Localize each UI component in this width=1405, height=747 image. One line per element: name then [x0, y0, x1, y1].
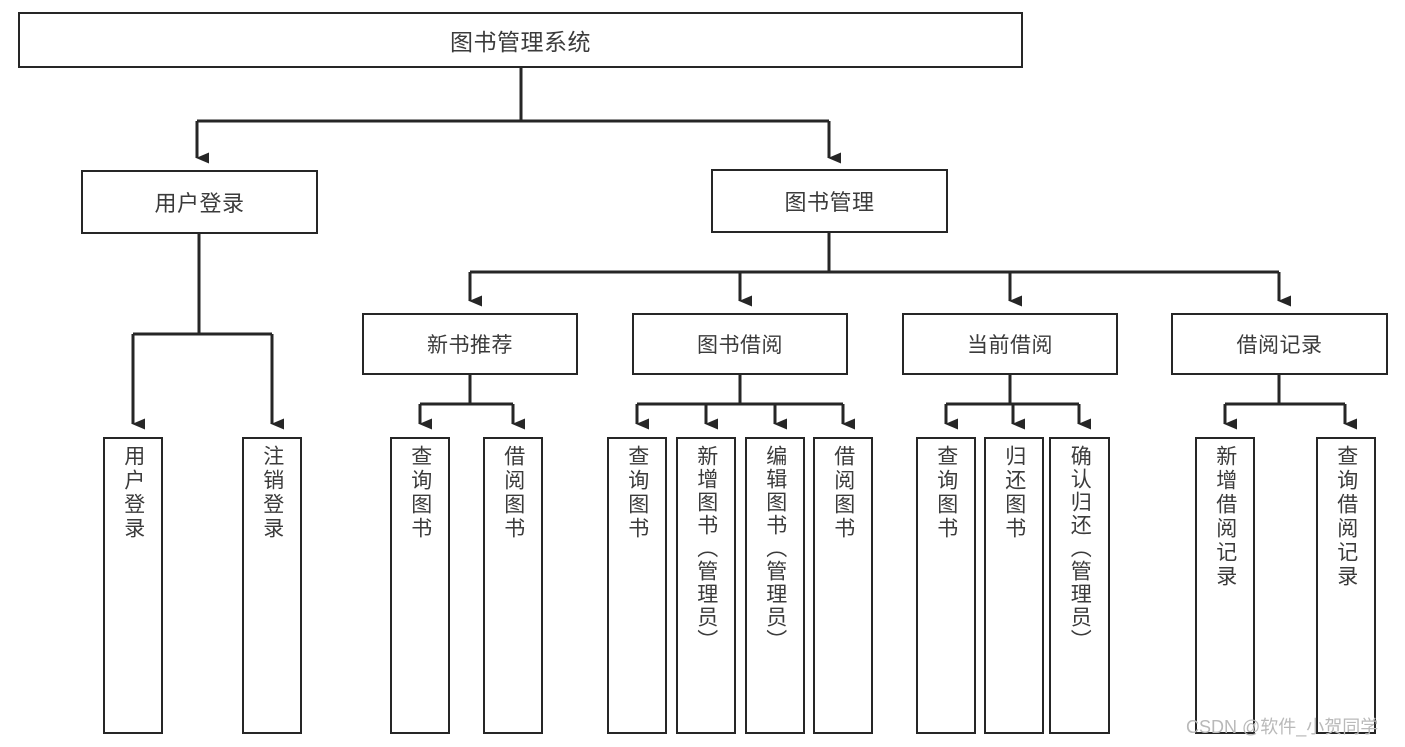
- node-current-borrow[interactable]: 当前借阅: [902, 313, 1118, 375]
- node-user-login[interactable]: 用户登录: [81, 170, 318, 234]
- node-current-borrow-label: 当前借阅: [967, 334, 1053, 357]
- node-book-manage-label: 图书管理: [784, 190, 875, 215]
- node-leaf-add-record[interactable]: 新增借阅记录: [1195, 437, 1255, 734]
- node-leaf-borrow-book-2[interactable]: 借阅图书: [813, 437, 873, 734]
- node-leaf-add-book-label: 新增图书（管理员）: [694, 445, 718, 652]
- node-leaf-query-book-2-label: 查询图书: [625, 445, 649, 541]
- node-leaf-query-book-1[interactable]: 查询图书: [390, 437, 450, 734]
- node-user-login-label: 用户登录: [154, 191, 245, 216]
- node-leaf-query-record-label: 查询借阅记录: [1334, 445, 1358, 589]
- node-leaf-query-book-3-label: 查询图书: [934, 445, 958, 541]
- node-leaf-edit-book-label: 编辑图书（管理员）: [763, 445, 787, 652]
- node-borrow-record[interactable]: 借阅记录: [1171, 313, 1388, 375]
- node-leaf-query-book-3[interactable]: 查询图书: [916, 437, 976, 734]
- node-book-borrow[interactable]: 图书借阅: [632, 313, 848, 375]
- node-leaf-user-login[interactable]: 用户登录: [103, 437, 163, 734]
- node-leaf-user-logout-label: 注销登录: [260, 445, 284, 541]
- node-book-borrow-label: 图书借阅: [697, 334, 783, 357]
- node-leaf-borrow-book-2-label: 借阅图书: [831, 445, 855, 541]
- node-leaf-borrow-book-1-label: 借阅图书: [501, 445, 525, 541]
- node-leaf-add-book[interactable]: 新增图书（管理员）: [676, 437, 736, 734]
- node-borrow-record-label: 借阅记录: [1236, 334, 1323, 357]
- node-leaf-return-book-label: 归还图书: [1002, 445, 1026, 541]
- node-leaf-add-record-label: 新增借阅记录: [1213, 445, 1237, 589]
- node-leaf-query-book-2[interactable]: 查询图书: [607, 437, 667, 734]
- node-leaf-confirm-return[interactable]: 确认归还（管理员）: [1049, 437, 1110, 734]
- node-leaf-edit-book[interactable]: 编辑图书（管理员）: [745, 437, 805, 734]
- node-leaf-user-login-label: 用户登录: [121, 445, 145, 541]
- node-leaf-query-record[interactable]: 查询借阅记录: [1316, 437, 1376, 734]
- node-leaf-user-logout[interactable]: 注销登录: [242, 437, 302, 734]
- node-leaf-confirm-return-label: 确认归还（管理员）: [1068, 445, 1092, 652]
- node-new-book-recommend[interactable]: 新书推荐: [362, 313, 578, 375]
- node-leaf-query-book-1-label: 查询图书: [408, 445, 432, 541]
- node-leaf-return-book[interactable]: 归还图书: [984, 437, 1044, 734]
- node-book-manage[interactable]: 图书管理: [711, 169, 948, 233]
- node-new-book-recommend-label: 新书推荐: [427, 334, 513, 357]
- node-root-label: 图书管理系统: [450, 29, 591, 55]
- node-root[interactable]: 图书管理系统: [18, 12, 1023, 68]
- node-leaf-borrow-book-1[interactable]: 借阅图书: [483, 437, 543, 734]
